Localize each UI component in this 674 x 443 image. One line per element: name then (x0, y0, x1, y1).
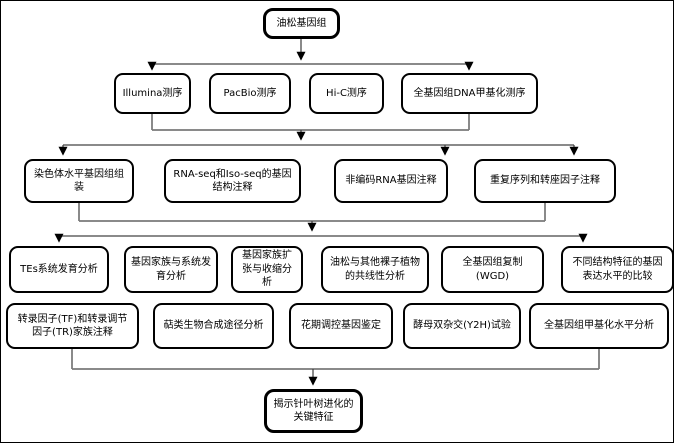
connector-root-to-sequencing (147, 39, 474, 71)
node-y2h-assay: 酵母双杂交(Y2H)试验 (403, 303, 521, 349)
node-chromosome-assembly: 染色体水平基因组组装 (24, 159, 134, 203)
node-flowering-gene-identification: 花期调控基因鉴定 (289, 303, 393, 349)
node-gene-family-expansion: 基因家族扩张与收缩分析 (231, 246, 303, 293)
node-te-phylogeny: TEs系统发育分析 (9, 246, 109, 293)
node-hic-seq: Hi-C测序 (309, 73, 384, 114)
node-illumina-seq: Illumina测序 (114, 73, 191, 114)
node-wgd: 全基因组复制(WGD) (441, 246, 544, 293)
node-synteny-analysis: 油松与其他裸子植物的共线性分析 (321, 246, 429, 293)
node-gene-family-phylogeny: 基因家族与系统发育分析 (124, 246, 218, 293)
node-terpenoid-pathway: 萜类生物合成途径分析 (153, 303, 274, 349)
node-ncrna-annotation: 非编码RNA基因注释 (334, 159, 448, 203)
node-tf-tr-annotation: 转录因子(TF)和转录调节因子(TR)家族注释 (6, 303, 139, 349)
connector-sequencing-to-annotation (58, 114, 579, 156)
connector-annotation-to-analysis (54, 203, 588, 243)
node-key-features-conclusion: 揭示针叶树进化的关键特征 (264, 389, 363, 433)
node-pacbio-seq: PacBio测序 (209, 73, 291, 114)
node-expression-comparison: 不同结构特征的基因表达水平的比较 (561, 246, 673, 293)
node-gene-structure-annotation: RNA-seq和Iso-seq的基因结构注释 (164, 159, 301, 203)
node-pine-genome: 油松基因组 (263, 8, 340, 39)
node-wgbs-seq: 全基因组DNA甲基化测序 (401, 73, 538, 114)
connector-analysis-to-conclusion (71, 349, 600, 386)
node-repeat-te-annotation: 重复序列和转座因子注释 (474, 159, 616, 203)
node-methylation-level-analysis: 全基因组甲基化水平分析 (529, 303, 669, 349)
